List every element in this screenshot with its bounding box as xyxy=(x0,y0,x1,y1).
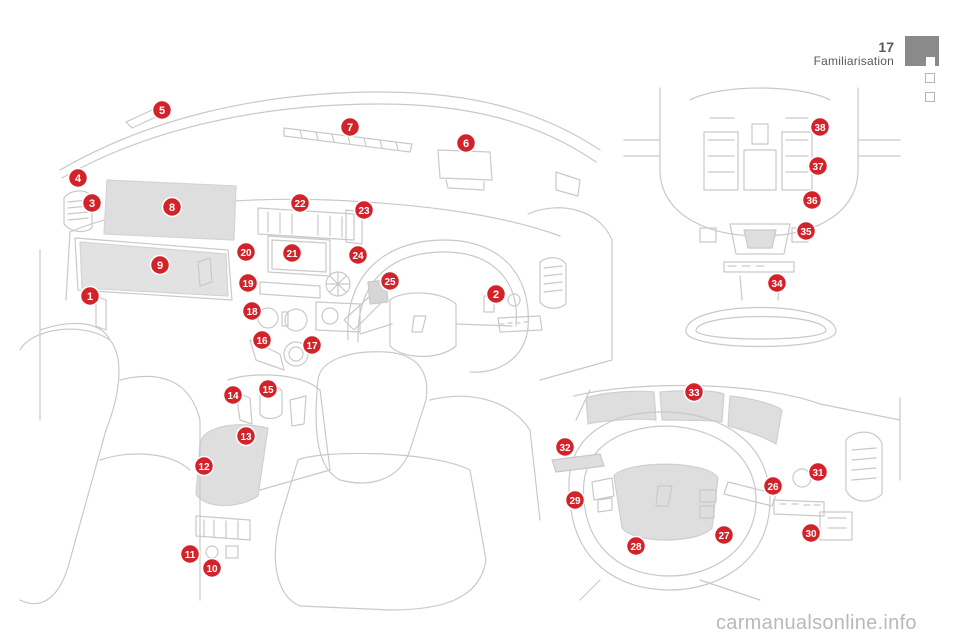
callout-label: 30 xyxy=(805,529,817,540)
callout-36: 36 xyxy=(801,189,823,211)
chapter-tab-marker xyxy=(925,73,935,83)
callout-25: 25 xyxy=(379,270,401,292)
callout-label: 33 xyxy=(688,388,700,399)
callout-label: 5 xyxy=(159,105,165,117)
callout-37: 37 xyxy=(807,155,829,177)
callout-6: 6 xyxy=(455,132,477,154)
callout-label: 19 xyxy=(242,279,254,290)
callout-21: 21 xyxy=(281,242,303,264)
callout-label: 21 xyxy=(286,249,298,260)
callout-24: 24 xyxy=(347,244,369,266)
callout-label: 36 xyxy=(806,196,818,207)
chapter-tab-marker-active xyxy=(926,57,935,66)
callout-12: 12 xyxy=(193,455,215,477)
callout-28: 28 xyxy=(625,535,647,557)
callout-label: 28 xyxy=(630,542,642,553)
callout-label: 13 xyxy=(240,432,252,443)
windscreen-edge xyxy=(59,91,601,171)
callout-label: 7 xyxy=(347,122,353,134)
callout-27: 27 xyxy=(713,524,735,546)
chapter-tab-marker xyxy=(925,92,935,102)
callout-label: 24 xyxy=(352,251,364,262)
callout-label: 16 xyxy=(256,336,268,347)
callout-label: 8 xyxy=(169,202,175,214)
section-title: Familiarisation xyxy=(813,54,894,68)
callout-label: 1 xyxy=(87,291,93,303)
page-number: 17 xyxy=(878,39,894,55)
callout-label: 2 xyxy=(493,289,499,301)
callout-10: 10 xyxy=(201,557,223,579)
callout-8: 8 xyxy=(161,196,183,218)
callout-7: 7 xyxy=(339,116,361,138)
callout-label: 35 xyxy=(800,227,812,238)
callout-33: 33 xyxy=(683,381,705,403)
callout-30: 30 xyxy=(800,522,822,544)
callout-label: 17 xyxy=(306,341,318,352)
callout-13: 13 xyxy=(235,425,257,447)
callout-label: 11 xyxy=(185,550,196,561)
callout-label: 29 xyxy=(569,496,581,507)
callout-label: 9 xyxy=(157,260,163,272)
callout-label: 37 xyxy=(812,162,824,173)
callout-label: 32 xyxy=(559,443,571,454)
callout-label: 12 xyxy=(198,462,210,473)
callout-label: 26 xyxy=(767,482,779,493)
callout-label: 15 xyxy=(262,385,274,396)
callout-label: 10 xyxy=(206,564,218,575)
callout-11: 11 xyxy=(179,543,201,565)
callout-34: 34 xyxy=(766,272,788,294)
callout-23: 23 xyxy=(353,199,375,221)
callout-26: 26 xyxy=(762,475,784,497)
callout-label: 25 xyxy=(384,277,396,288)
callout-32: 32 xyxy=(554,436,576,458)
callout-label: 31 xyxy=(812,468,824,479)
callout-31: 31 xyxy=(807,461,829,483)
callout-label: 34 xyxy=(771,279,783,290)
callout-9: 9 xyxy=(149,254,171,276)
callout-label: 18 xyxy=(246,307,258,318)
callout-1: 1 xyxy=(79,285,101,307)
callout-label: 3 xyxy=(89,198,95,210)
callout-35: 35 xyxy=(795,220,817,242)
callout-4: 4 xyxy=(67,167,89,189)
callout-22: 22 xyxy=(289,192,311,214)
callout-19: 19 xyxy=(237,272,259,294)
callout-17: 17 xyxy=(301,334,323,356)
callout-label: 38 xyxy=(814,123,826,134)
callout-label: 23 xyxy=(358,206,370,217)
callout-29: 29 xyxy=(564,489,586,511)
callout-2: 2 xyxy=(485,283,507,305)
callout-3: 3 xyxy=(81,192,103,214)
watermark: carmanualsonline.info xyxy=(716,612,917,634)
callout-label: 4 xyxy=(75,173,82,185)
callout-label: 27 xyxy=(718,531,730,542)
callout-14: 14 xyxy=(222,384,244,406)
callout-15: 15 xyxy=(257,378,279,400)
callout-label: 14 xyxy=(227,391,239,402)
callout-38: 38 xyxy=(809,116,831,138)
callout-label: 20 xyxy=(240,248,252,259)
callout-20: 20 xyxy=(235,241,257,263)
callout-5: 5 xyxy=(151,99,173,121)
callout-label: 6 xyxy=(463,138,469,150)
callout-16: 16 xyxy=(251,329,273,351)
callout-label: 22 xyxy=(294,199,306,210)
callout-18: 18 xyxy=(241,300,263,322)
page-header: 17 Familiarisation xyxy=(814,40,894,68)
